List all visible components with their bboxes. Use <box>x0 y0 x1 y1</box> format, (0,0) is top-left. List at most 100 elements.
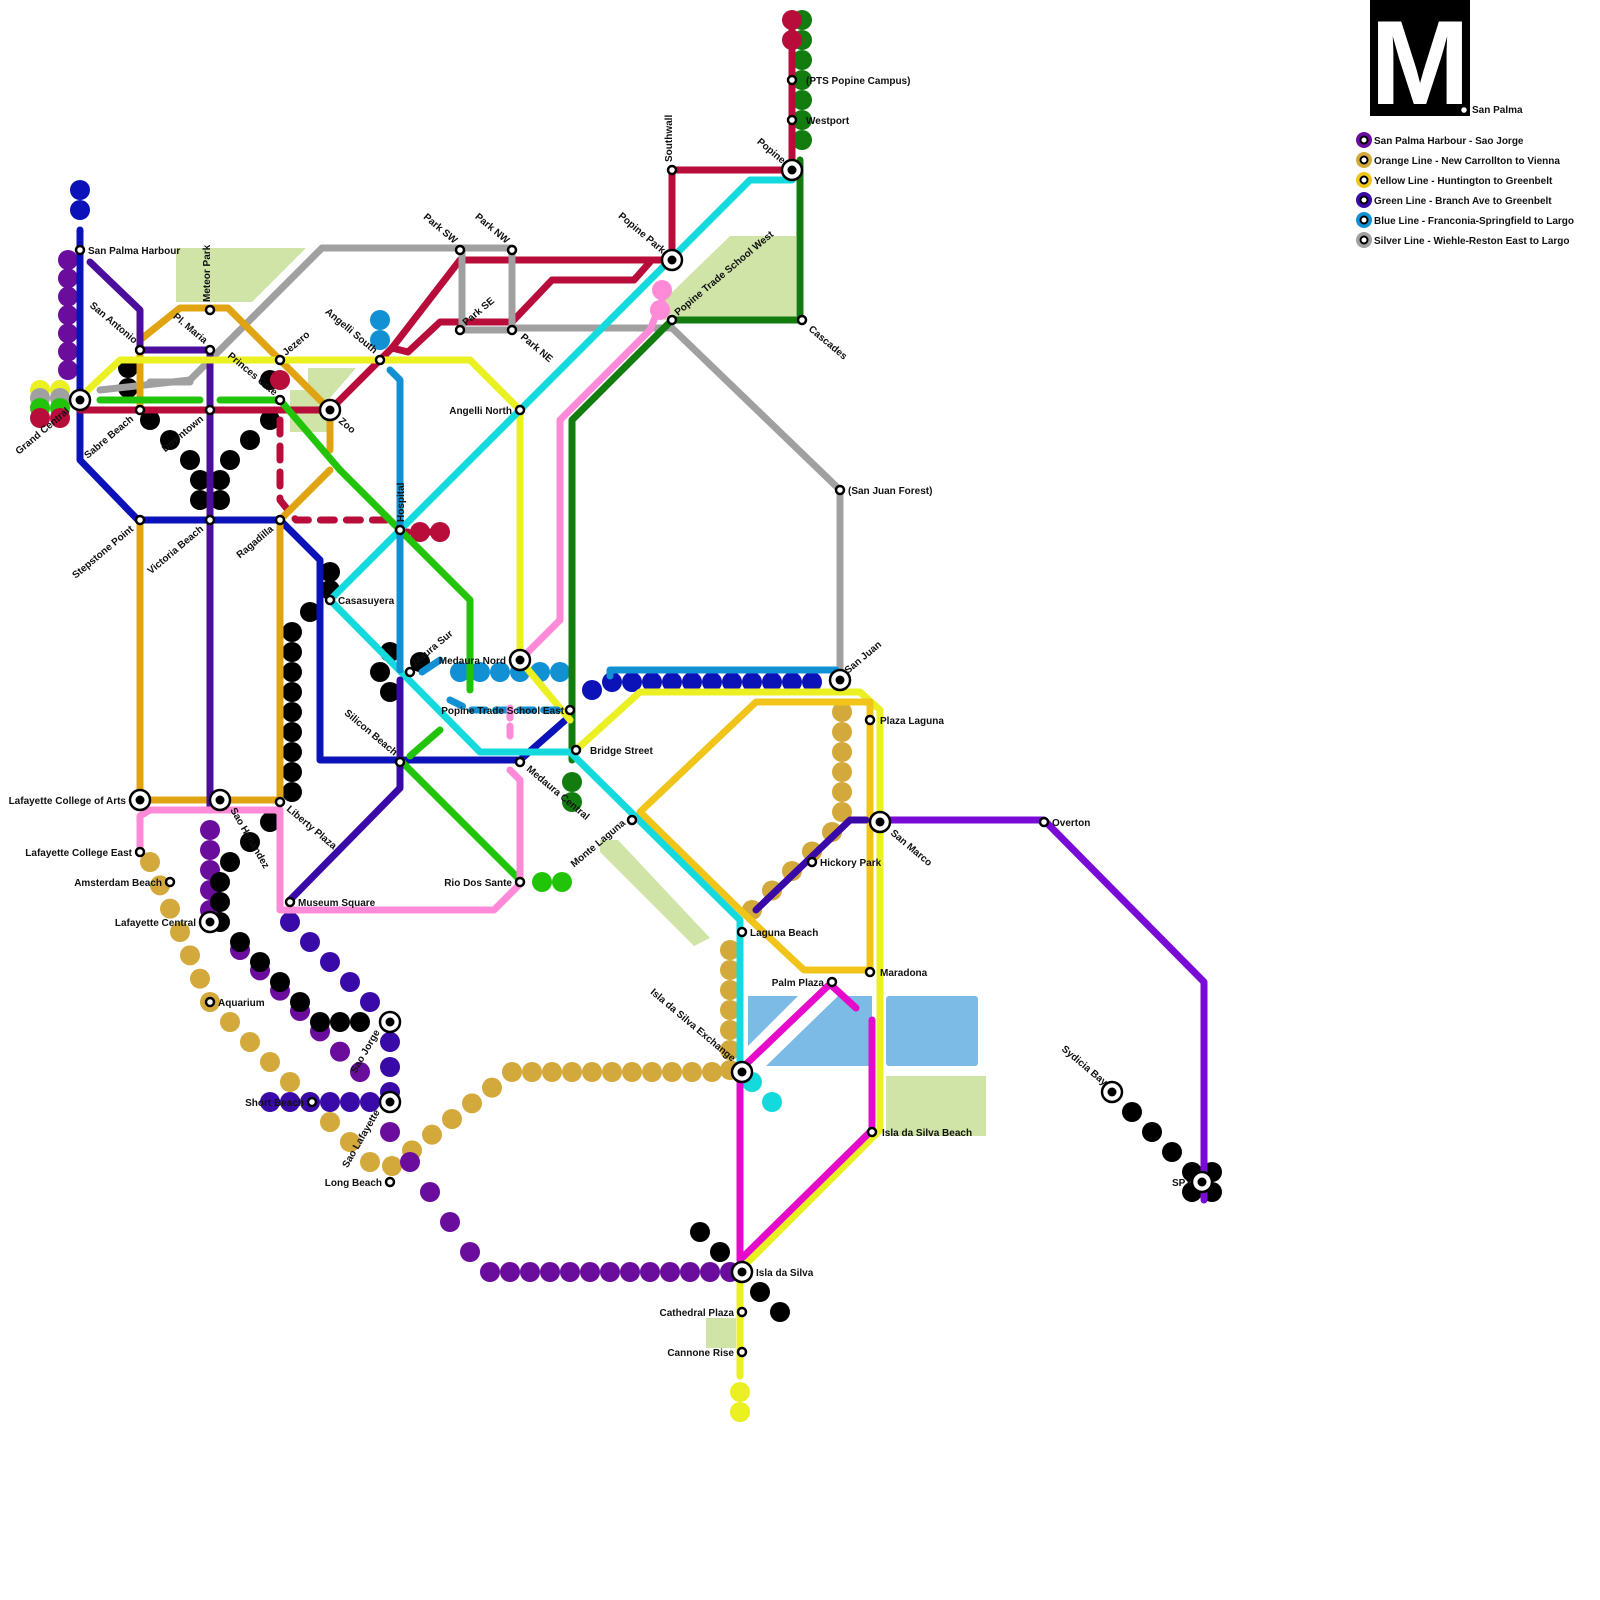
station-marker[interactable] <box>374 354 386 366</box>
station-marker[interactable] <box>204 344 216 356</box>
station-marker[interactable] <box>834 484 846 496</box>
station-marker[interactable] <box>204 304 216 316</box>
plum-dot <box>58 268 78 289</box>
station-marker[interactable] <box>666 314 678 326</box>
station-marker[interactable] <box>306 1096 318 1108</box>
station-marker[interactable] <box>786 74 798 86</box>
interchange-marker-core <box>75 395 85 405</box>
station-marker[interactable] <box>786 114 798 126</box>
station-marker[interactable] <box>134 344 146 356</box>
station-marker[interactable] <box>736 926 748 938</box>
station-label: Lafayette College of Arts <box>9 796 127 807</box>
station-marker[interactable] <box>796 314 808 326</box>
black-dot <box>1142 1122 1162 1142</box>
plum-dot <box>640 1262 660 1282</box>
yellow-dot <box>730 1382 750 1402</box>
station-marker[interactable] <box>274 354 286 366</box>
darkgreen-dot <box>792 90 812 110</box>
station-marker[interactable] <box>324 594 336 606</box>
black-dot <box>220 450 240 470</box>
station-marker[interactable] <box>506 324 518 336</box>
station-marker[interactable] <box>864 966 876 978</box>
black-dot <box>210 872 230 892</box>
station-marker[interactable] <box>394 524 406 536</box>
station-marker[interactable] <box>274 514 286 526</box>
station-label: Lafayette Central <box>115 918 196 929</box>
station-marker[interactable] <box>864 714 876 726</box>
plum-dot <box>460 1242 480 1262</box>
station-marker[interactable] <box>866 1126 878 1138</box>
station-label: (PTS Popine Campus) <box>806 76 910 87</box>
khaki-dot <box>582 1062 602 1082</box>
interchange-marker-core <box>325 405 335 415</box>
station-marker[interactable] <box>454 244 466 256</box>
station-label: Aquarium <box>218 998 265 1009</box>
plum-dot <box>540 1262 560 1282</box>
blue-dot <box>370 310 390 330</box>
khaki-dot <box>832 722 852 742</box>
pink-dot <box>652 280 672 300</box>
dot-tracks <box>30 10 1222 1422</box>
navy-dot <box>70 200 90 220</box>
khaki-dot <box>642 1062 662 1082</box>
station-marker[interactable] <box>1038 816 1050 828</box>
station-marker[interactable] <box>736 1306 748 1318</box>
station-marker[interactable] <box>134 514 146 526</box>
station-marker[interactable] <box>454 324 466 336</box>
station-label: Popine Trade School East <box>441 706 564 717</box>
station-marker[interactable] <box>204 404 216 416</box>
plum-dot <box>350 1062 370 1082</box>
khaki-dot <box>170 922 190 942</box>
station-marker[interactable] <box>74 244 86 256</box>
station-marker[interactable] <box>514 876 526 888</box>
station-marker[interactable] <box>204 514 216 526</box>
station-marker[interactable] <box>514 404 526 416</box>
station-marker[interactable] <box>164 876 176 888</box>
crimson-line <box>76 16 796 414</box>
station-marker[interactable] <box>506 244 518 256</box>
station-marker[interactable] <box>204 996 216 1008</box>
station-marker[interactable] <box>806 856 818 868</box>
park-area <box>600 840 710 946</box>
station-marker[interactable] <box>736 1346 748 1358</box>
station-label: Hickory Park <box>820 858 882 869</box>
station-marker[interactable] <box>514 756 526 768</box>
navy-dot <box>662 672 682 692</box>
plum-dot <box>440 1212 460 1232</box>
station-label: Liberty Plaza <box>284 804 339 852</box>
station-marker[interactable] <box>564 704 576 716</box>
station-marker[interactable] <box>274 394 286 406</box>
station-marker[interactable] <box>404 666 416 678</box>
station-marker[interactable] <box>666 164 678 176</box>
station-label: Cathedral Plaza <box>660 1308 735 1319</box>
station-marker[interactable] <box>384 1176 396 1188</box>
interchange-marker-core <box>385 1017 395 1027</box>
station-marker[interactable] <box>826 976 838 988</box>
station-label: Palm Plaza <box>772 978 825 989</box>
indigo-dot <box>280 1092 300 1112</box>
station-label: Pl. Maria <box>171 311 210 346</box>
station-marker[interactable] <box>274 796 286 808</box>
station-marker[interactable] <box>394 756 406 768</box>
khaki-dot <box>140 852 160 872</box>
indigo-line <box>286 676 404 904</box>
plum-dot <box>330 1041 350 1062</box>
station-marker[interactable] <box>570 744 582 756</box>
station-label: Isla da Silva Beach <box>882 1128 972 1139</box>
black-dot <box>770 1302 790 1322</box>
black-dot <box>190 490 210 510</box>
station-marker[interactable] <box>134 846 146 858</box>
navy-dot <box>762 672 782 692</box>
station-marker[interactable] <box>284 896 296 908</box>
station-marker[interactable] <box>626 814 638 826</box>
station-marker[interactable] <box>134 404 146 416</box>
khaki-dot <box>720 960 740 980</box>
station-label: Park NE <box>518 332 555 365</box>
khaki-dot <box>720 1040 740 1060</box>
crimson-dot <box>430 522 450 542</box>
khaki-dot <box>220 1012 240 1032</box>
legend-label: Green Line - Branch Ave to Greenbelt <box>1374 196 1552 207</box>
black-dot <box>220 852 240 872</box>
khaki-dot <box>190 968 210 989</box>
black-dot <box>350 1012 370 1032</box>
